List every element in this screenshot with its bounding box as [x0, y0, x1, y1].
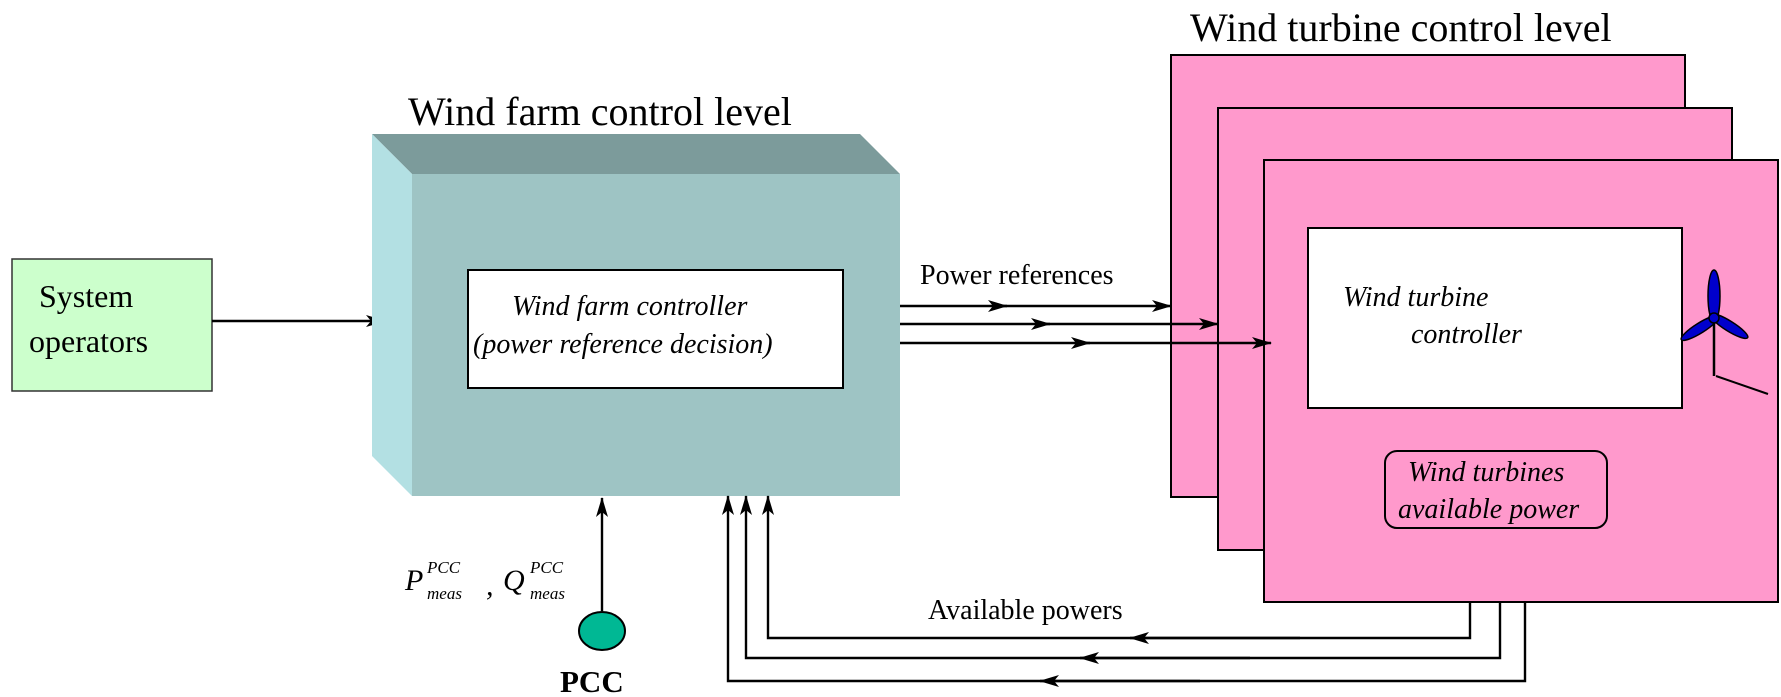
power-references-label: Power references [920, 260, 1114, 291]
wind-turbine-controller-label-line2: controller [1411, 319, 1522, 350]
wind-turbine-level-title: Wind turbine control level [1190, 5, 1612, 50]
system-operators-label-line2: operators [29, 323, 148, 359]
wind-farm-controller-rect [467, 269, 844, 389]
wind-farm-controller: Wind farm controller (power reference de… [467, 269, 844, 389]
p-subscript: meas [427, 584, 462, 603]
p-superscript: PCC [426, 558, 461, 577]
wind-turbines-available-power-line1: Wind turbines [1408, 457, 1564, 488]
power-reference-arrows [900, 300, 1272, 349]
system-operators-label-line1: System [39, 278, 133, 314]
wind-turbine-controller-label-line1: Wind turbine [1343, 282, 1488, 313]
wind-turbine-icon [1680, 269, 1769, 395]
available-power-feedback-lines [722, 495, 1527, 687]
p-symbol: P [404, 564, 423, 597]
q-superscript: PCC [529, 558, 564, 577]
pcc-measurement-formula: P PCC meas , Q PCC meas [404, 558, 565, 603]
q-symbol: Q [503, 564, 525, 597]
wind-turbine-controller-rect [1307, 227, 1683, 409]
pcc-label: PCC [560, 664, 624, 697]
wind-turbines-available-power: Wind turbines available power [1384, 450, 1608, 529]
available-powers-label: Available powers [928, 595, 1123, 626]
system-operators-rect [11, 258, 213, 392]
wind-farm-controller-label-line2: (power reference decision) [473, 329, 773, 360]
wind-turbine-controller: Wind turbine controller [1307, 227, 1683, 409]
wind-turbines-available-power-line2: available power [1398, 494, 1579, 525]
wind-turbines-available-power-rect [1384, 450, 1608, 529]
wind-farm-level-title: Wind farm control level [408, 89, 792, 134]
pcc-node-icon [578, 611, 626, 651]
formula-comma: , [486, 569, 494, 602]
system-operators-box: System operators [11, 258, 213, 392]
wind-farm-box-side [372, 134, 412, 496]
wind-farm-box-top [372, 134, 900, 174]
q-subscript: meas [530, 584, 565, 603]
wind-farm-controller-label-line1: Wind farm controller [512, 291, 748, 322]
